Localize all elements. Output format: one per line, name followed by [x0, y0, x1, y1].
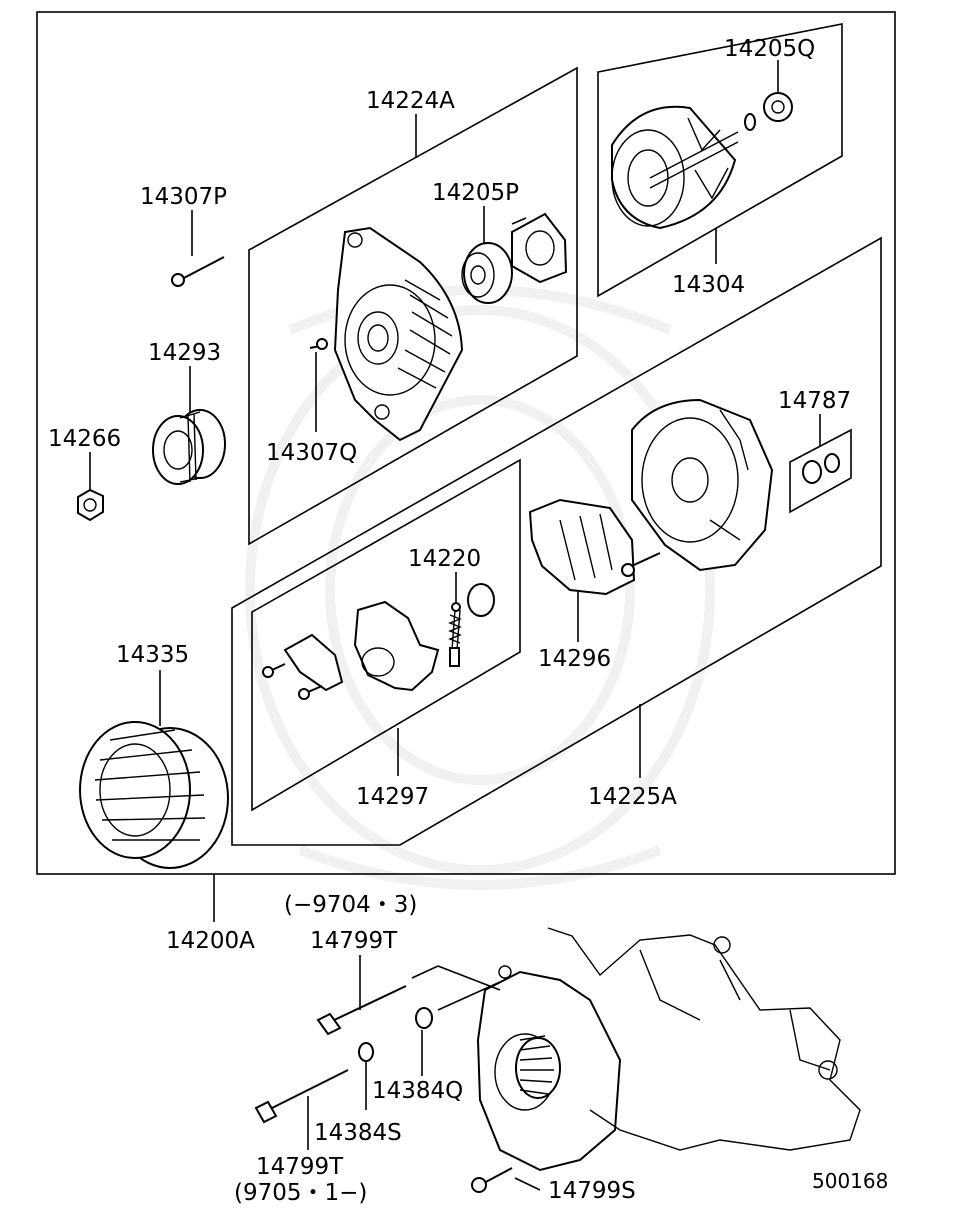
label-14205P: 14205P	[432, 180, 519, 206]
part-14266-nut	[77, 488, 104, 522]
part-14293-pulley	[152, 409, 226, 485]
label-14384Q: 14384Q	[372, 1078, 463, 1104]
part-14296-rectifier	[528, 498, 661, 596]
label-14799T-upper: 14799T	[310, 928, 398, 954]
part-14224A-front-bracket	[333, 226, 464, 442]
label-14293: 14293	[148, 340, 221, 366]
label-14220: 14220	[408, 546, 481, 572]
part-14307Q-screw	[309, 338, 328, 350]
group-box-14224A	[248, 66, 578, 546]
part-14384Q-washer	[415, 1007, 433, 1029]
part-rear-bracket	[631, 398, 774, 572]
assembly-frame	[36, 11, 896, 875]
label-14335: 14335	[116, 642, 189, 668]
group-box-14304	[597, 23, 843, 298]
part-14787-bushing	[802, 453, 840, 484]
label-14200A: 14200A	[166, 928, 255, 954]
part-14297-regulator	[262, 600, 440, 700]
label-14799T-lower: 14799T	[256, 1154, 344, 1180]
group-box-14787	[789, 428, 852, 514]
part-14335-stator	[79, 721, 229, 869]
label-14296: 14296	[538, 646, 611, 672]
part-14799T-upper-bolt	[316, 985, 407, 1036]
label-14224A: 14224A	[366, 88, 455, 114]
label-14205Q: 14205Q	[724, 36, 815, 62]
part-14307P-bolt	[171, 256, 225, 287]
label-14266: 14266	[48, 426, 121, 452]
label-14384S: 14384S	[314, 1120, 402, 1146]
part-14304-rotor	[611, 105, 739, 230]
leader-lines	[89, 60, 821, 1191]
part-14205P-bearing	[461, 242, 513, 304]
engine-bracket	[547, 927, 861, 1151]
label-14304: 14304	[672, 272, 745, 298]
label-14799S: 14799S	[548, 1178, 636, 1204]
label-14307P: 14307P	[140, 184, 227, 210]
label-14297: 14297	[356, 784, 429, 810]
installed-alternator	[476, 965, 622, 1172]
part-14799S-bolt	[471, 1167, 513, 1193]
label-14787: 14787	[778, 388, 851, 414]
part-14799T-lower-bolt	[254, 1069, 349, 1124]
part-retainer-plate	[511, 212, 568, 284]
part-14384S-washer	[358, 1042, 374, 1062]
part-14205Q-bearing	[744, 92, 793, 131]
label-14225A: 14225A	[588, 784, 677, 810]
part-14220-brush	[448, 583, 495, 667]
label-note-upper: (−9704・3)	[284, 892, 417, 918]
label-14307Q: 14307Q	[266, 440, 357, 466]
label-diagram-code: 500168	[812, 1169, 888, 1193]
group-box-14297	[251, 458, 521, 812]
label-note-lower: (9705・1−)	[234, 1180, 367, 1206]
